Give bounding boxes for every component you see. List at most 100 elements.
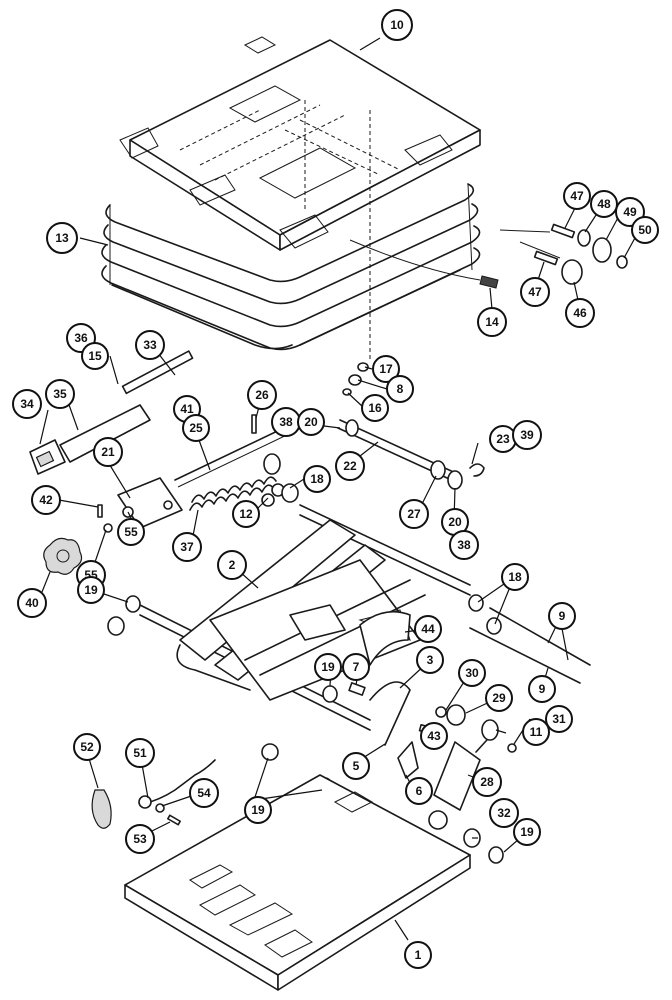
callout-55: 55 [117, 518, 145, 546]
svg-text:43: 43 [427, 729, 441, 743]
callout-44: 44 [414, 615, 442, 643]
svg-text:23: 23 [496, 432, 510, 446]
svg-text:1: 1 [415, 948, 422, 962]
svg-text:48: 48 [597, 197, 611, 211]
svg-text:33: 33 [143, 338, 157, 352]
callout-47: 47 [563, 182, 591, 210]
callout-37: 37 [172, 532, 202, 562]
callout-9-lower: 9 [528, 675, 556, 703]
svg-text:10: 10 [390, 18, 404, 32]
callout-21: 21 [93, 437, 123, 467]
bellows-cover [101, 183, 481, 351]
callout-54: 54 [189, 778, 219, 808]
callout-28: 28 [472, 767, 502, 797]
svg-text:19: 19 [321, 660, 335, 674]
bolt-set-right [107, 594, 591, 703]
svg-text:44: 44 [421, 622, 435, 636]
callout-6: 6 [405, 777, 433, 805]
callout-5: 5 [342, 752, 370, 780]
svg-text:34: 34 [20, 397, 34, 411]
svg-text:51: 51 [133, 746, 147, 760]
svg-text:38: 38 [457, 538, 471, 552]
callout-14: 14 [477, 307, 507, 337]
callout-16: 16 [361, 394, 389, 422]
svg-text:19: 19 [520, 825, 534, 839]
svg-text:52: 52 [80, 740, 94, 754]
callout-38: 38 [271, 407, 301, 437]
svg-text:19: 19 [251, 803, 265, 817]
callout-52: 52 [73, 733, 101, 761]
svg-text:6: 6 [416, 784, 423, 798]
callout-47-lower: 47 [520, 277, 550, 307]
callout-12: 12 [232, 500, 260, 528]
svg-text:14: 14 [485, 315, 499, 329]
damper-assembly [261, 681, 517, 864]
callout-46: 46 [565, 298, 595, 328]
callout-48: 48 [590, 190, 618, 218]
svg-text:12: 12 [239, 507, 253, 521]
svg-text:25: 25 [189, 421, 203, 435]
svg-text:22: 22 [343, 459, 357, 473]
svg-text:36: 36 [74, 331, 88, 345]
svg-text:50: 50 [638, 223, 652, 237]
svg-text:19: 19 [84, 583, 98, 597]
callout-9: 9 [548, 602, 576, 630]
svg-text:15: 15 [88, 349, 102, 363]
release-lever-left [91, 759, 216, 829]
svg-text:41: 41 [180, 402, 194, 416]
svg-text:53: 53 [133, 832, 147, 846]
callout-11: 11 [522, 718, 550, 746]
callout-18-right: 18 [501, 563, 529, 591]
svg-text:18: 18 [310, 472, 324, 486]
callout-15: 15 [81, 342, 109, 370]
svg-text:5: 5 [353, 759, 360, 773]
svg-text:37: 37 [180, 540, 194, 554]
svg-text:38: 38 [279, 415, 293, 429]
callout-8: 8 [386, 375, 414, 403]
svg-text:27: 27 [407, 507, 421, 521]
svg-text:9: 9 [539, 682, 546, 696]
svg-text:54: 54 [197, 786, 211, 800]
callout-7: 7 [342, 653, 370, 681]
svg-text:29: 29 [492, 691, 506, 705]
svg-text:40: 40 [25, 596, 39, 610]
svg-text:17: 17 [379, 362, 393, 376]
callout-19-center: 19 [314, 653, 342, 681]
callout-33: 33 [135, 330, 165, 360]
callout-23: 23 [489, 425, 517, 453]
svg-text:28: 28 [480, 775, 494, 789]
callout-22: 22 [335, 451, 365, 481]
svg-text:13: 13 [55, 231, 69, 245]
svg-text:20: 20 [304, 415, 318, 429]
callout-20-lower: 20 [441, 508, 469, 536]
svg-text:47: 47 [528, 285, 542, 299]
svg-text:8: 8 [397, 382, 404, 396]
callout-53: 53 [125, 824, 155, 854]
tension-spring-rod [174, 414, 294, 511]
callout-26: 26 [247, 380, 277, 410]
callout-31: 31 [545, 705, 573, 733]
svg-text:16: 16 [368, 401, 382, 415]
callout-43: 43 [420, 722, 448, 750]
svg-text:49: 49 [623, 205, 637, 219]
svg-text:42: 42 [39, 493, 53, 507]
svg-text:7: 7 [353, 660, 360, 674]
svg-text:35: 35 [53, 387, 67, 401]
svg-text:30: 30 [465, 666, 479, 680]
svg-text:26: 26 [255, 388, 269, 402]
fastener-set-right [349, 223, 628, 289]
svg-text:9: 9 [559, 609, 566, 623]
small-hardware-center [342, 362, 369, 396]
callout-50: 50 [631, 216, 659, 244]
callout-17: 17 [372, 355, 400, 383]
callout-2: 2 [217, 550, 247, 580]
callout-51: 51 [125, 738, 155, 768]
callout-32: 32 [489, 798, 519, 828]
svg-text:2: 2 [229, 558, 236, 572]
top-plate [119, 36, 481, 360]
callout-18: 18 [303, 465, 331, 493]
callout-25: 25 [182, 414, 210, 442]
callout-20: 20 [297, 408, 325, 436]
callout-38-lower: 38 [449, 530, 479, 560]
